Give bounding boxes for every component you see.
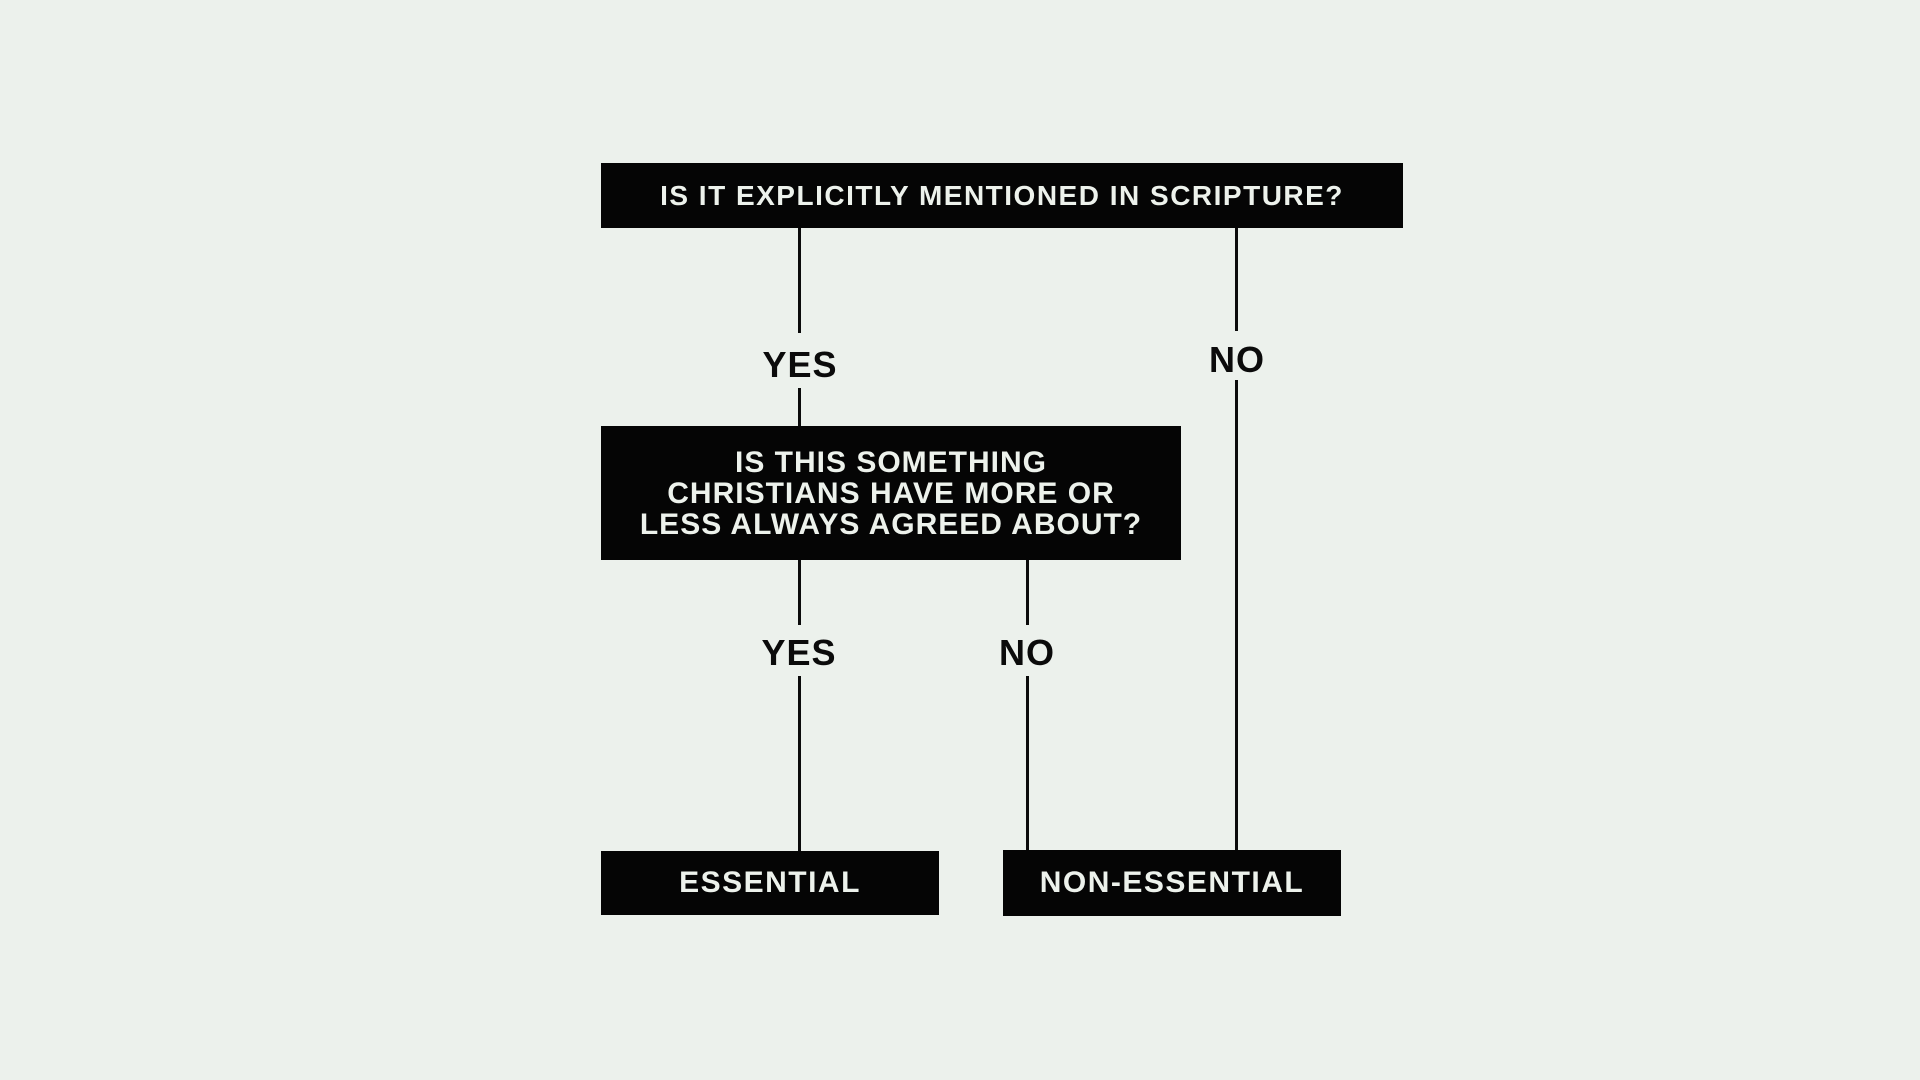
connector-no2-lower <box>1026 676 1029 850</box>
question-agreement-line2: CHRISTIANS HAVE MORE OR <box>667 476 1115 510</box>
connector-yes2-lower <box>798 676 801 851</box>
connector-no1-long <box>1235 380 1238 850</box>
connector-yes2-upper <box>798 560 801 625</box>
branch-label-yes-2: YES <box>761 632 837 673</box>
question-box-scripture: IS IT EXPLICITLY MENTIONED IN SCRIPTURE? <box>601 163 1403 228</box>
connector-yes1-lower <box>798 388 801 426</box>
connector-no2-upper <box>1026 560 1029 625</box>
branch-label-no-1: NO <box>1209 339 1265 380</box>
connector-yes1-upper <box>798 228 801 333</box>
question-agreement-line3: LESS ALWAYS AGREED ABOUT? <box>639 507 1143 541</box>
outcome-box-essential: ESSENTIAL <box>601 851 939 915</box>
branch-label-yes-1: YES <box>762 344 838 385</box>
branch-label-no-2: NO <box>999 632 1055 673</box>
outcome-box-non-essential: NON-ESSENTIAL <box>1003 850 1341 916</box>
question-box-agreement: IS THIS SOMETHING CHRISTIANS HAVE MORE O… <box>601 426 1181 560</box>
connector-no1-upper <box>1235 228 1238 331</box>
question-agreement-line1: IS THIS SOMETHING <box>734 445 1048 479</box>
